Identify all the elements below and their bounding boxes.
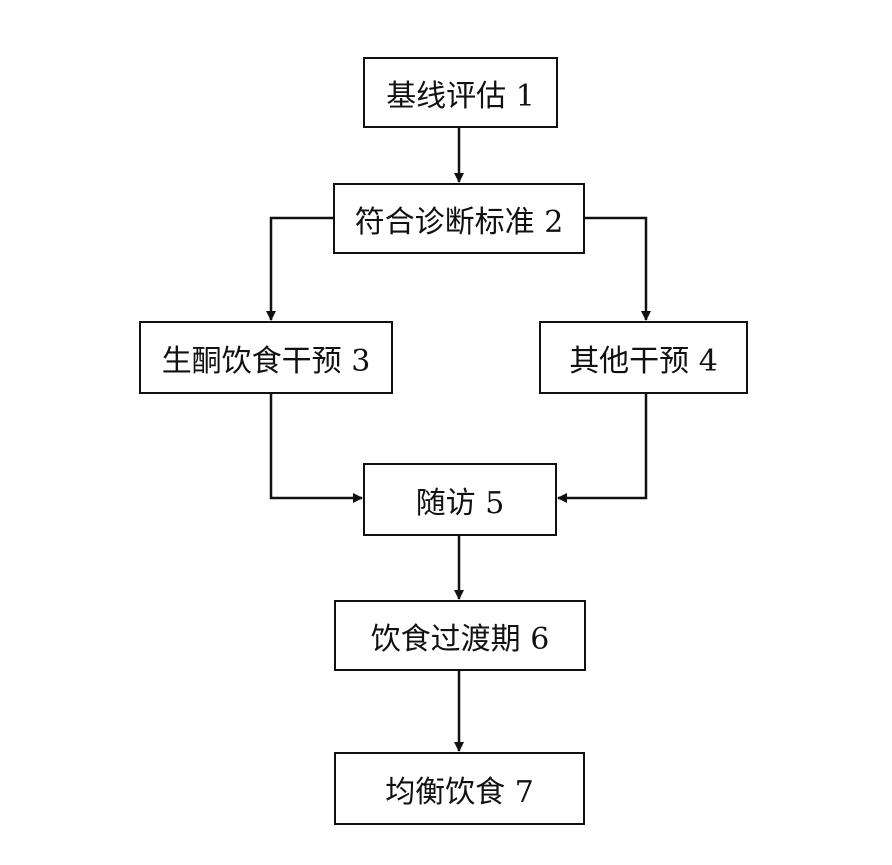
node-ketogenic-diet-intervention: 生酮饮食干预 3 (139, 321, 393, 394)
node-baseline-assessment: 基线评估 1 (363, 57, 558, 128)
node-balanced-diet: 均衡饮食 7 (334, 752, 585, 825)
node-label: 饮食过渡期 6 (370, 621, 550, 657)
node-label: 均衡饮食 7 (385, 774, 534, 810)
edge-other-to-followup (557, 394, 648, 503)
edge-ketogenic-to-followup (269, 394, 363, 503)
node-other-intervention: 其他干预 4 (539, 321, 748, 394)
node-label: 随访 5 (415, 485, 505, 521)
node-meets-diagnostic-criteria: 符合诊断标准 2 (333, 183, 585, 254)
node-label: 基线评估 1 (386, 78, 535, 114)
node-label: 符合诊断标准 2 (354, 204, 564, 240)
node-follow-up: 随访 5 (363, 463, 557, 536)
edge-diagnosis-to-ketogenic (266, 216, 333, 321)
node-label: 其他干预 4 (569, 343, 718, 379)
node-label: 生酮饮食干预 3 (161, 343, 371, 379)
node-diet-transition-period: 饮食过渡期 6 (334, 600, 586, 671)
edge-diagnosis-to-other (585, 216, 651, 321)
